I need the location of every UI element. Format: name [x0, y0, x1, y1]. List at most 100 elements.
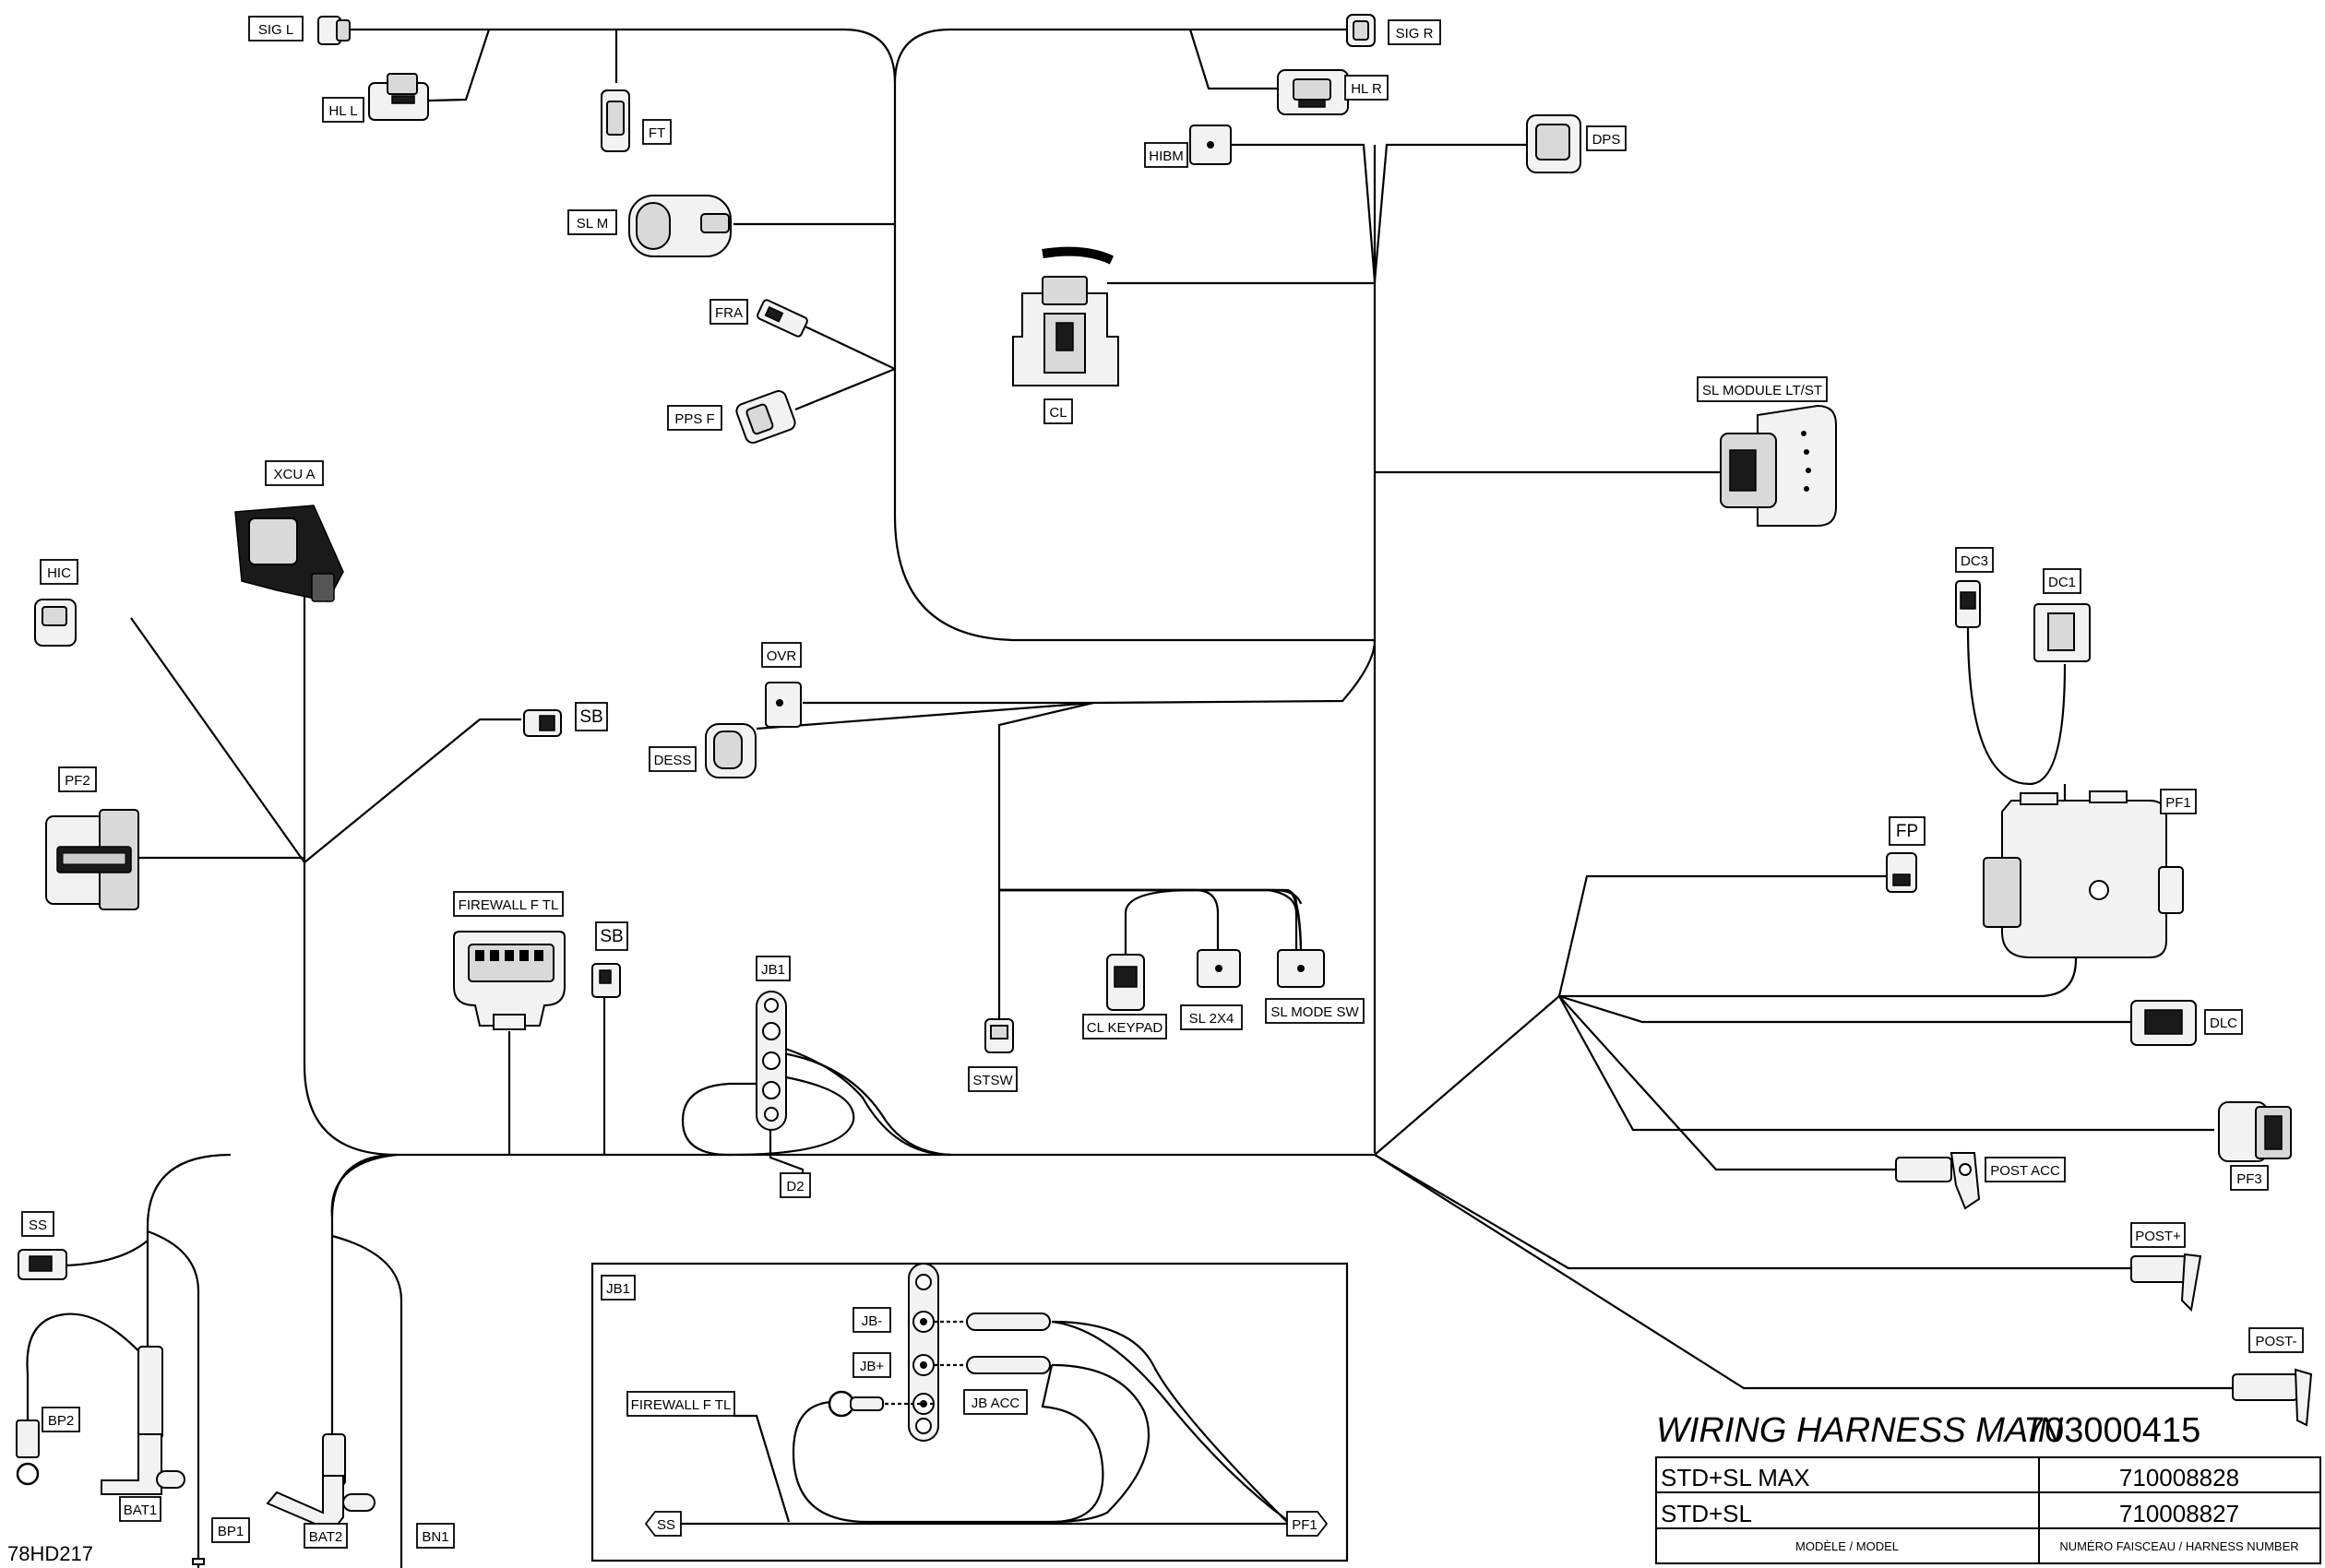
inset-firewall: FIREWALL F TL — [631, 1397, 732, 1413]
label-xcu-a: XCU A — [273, 467, 315, 482]
label-sb-top: SB — [579, 707, 602, 727]
fra-connector-icon — [757, 299, 808, 338]
label-hic: HIC — [47, 565, 71, 581]
connector-graphics — [16, 14, 2313, 1565]
sig-r-connector-icon — [1346, 14, 1376, 47]
firewall-f-tl-connector-icon — [453, 931, 566, 1030]
model-header: MODÈLE / MODEL — [1795, 1539, 1899, 1553]
inset-pf1: PF1 — [1292, 1517, 1318, 1533]
label-jb1: JB1 — [761, 962, 785, 978]
post-plus-terminal-icon — [2130, 1253, 2202, 1313]
post-minus-terminal-icon — [2232, 1368, 2313, 1427]
label-cl-keypad: CL KEYPAD — [1087, 1020, 1163, 1036]
label-sl-module: SL MODULE LT/ST — [1702, 383, 1822, 398]
label-dess: DESS — [654, 753, 692, 768]
label-ovr: OVR — [767, 648, 797, 664]
pps-f-connector-icon — [735, 390, 796, 444]
post-acc-terminal-icon — [1895, 1152, 1981, 1210]
bp1-terminal-icon — [192, 1558, 205, 1565]
harness-title: WIRING HARNESS MAIN — [1656, 1411, 2064, 1450]
dc1-connector-icon — [2033, 603, 2091, 662]
label-pf3: PF3 — [2236, 1171, 2262, 1187]
label-dc3: DC3 — [1961, 553, 1988, 569]
bat2-terminal-icon — [266, 1433, 376, 1533]
label-pf1: PF1 — [2165, 795, 2191, 811]
sb-top-connector-icon — [523, 709, 562, 737]
label-hl-l: HL L — [328, 103, 357, 119]
label-sl-2x4: SL 2X4 — [1189, 1011, 1234, 1027]
label-hibm: HIBM — [1149, 148, 1184, 164]
label-fra: FRA — [715, 305, 743, 321]
cl-connector-icon — [1012, 246, 1119, 386]
dess-connector-icon — [705, 723, 757, 778]
inset-jb-acc: JB ACC — [972, 1396, 1020, 1411]
label-ss: SS — [29, 1218, 47, 1233]
label-sl-m: SL M — [577, 216, 608, 232]
drawing-code: 78HD217 — [7, 1542, 93, 1565]
component-labels: SIG L HL L FT SL M FRA PPS F XCU A HIC S… — [21, 16, 2304, 1549]
dps-connector-icon — [1526, 114, 1581, 173]
label-dc1: DC1 — [2048, 575, 2076, 590]
label-bp1: BP1 — [218, 1524, 244, 1539]
pf1-module-icon — [1983, 790, 2184, 958]
sig-l-connector-icon — [317, 16, 351, 45]
label-bn1: BN1 — [422, 1529, 448, 1545]
sl-module-connector-icon — [1720, 404, 1837, 527]
hibm-connector-icon — [1189, 125, 1232, 165]
bp2-terminal-icon — [16, 1420, 40, 1486]
sl-2x4-connector-icon — [1197, 949, 1241, 988]
model-row-1: STD+SL MAX — [1661, 1464, 1810, 1491]
label-cl: CL — [1049, 405, 1067, 421]
harness-wires — [26, 28, 2233, 1568]
title-block: WIRING HARNESS MAIN 703000415 STD+SL MAX… — [1655, 1411, 2321, 1564]
stsw-connector-icon — [984, 1018, 1014, 1053]
label-post-plus: POST+ — [2135, 1229, 2181, 1244]
sl-mode-sw-connector-icon — [1277, 949, 1325, 988]
pf2-connector-icon — [45, 809, 139, 910]
label-bp2: BP2 — [48, 1413, 74, 1429]
fp-connector-icon — [1886, 852, 1917, 893]
label-bat1: BAT1 — [124, 1503, 157, 1518]
ft-connector-icon — [601, 89, 630, 152]
label-post-acc: POST ACC — [1990, 1163, 2060, 1179]
inset-ss: SS — [657, 1517, 675, 1533]
label-pps-f: PPS F — [674, 411, 714, 427]
label-sig-l: SIG L — [258, 22, 293, 38]
jb1-inset: JB1 JB- JB+ JB ACC FIREWALL F TL SS PF1 — [590, 1262, 1349, 1562]
dc3-connector-icon — [1955, 580, 1981, 628]
label-fp: FP — [1896, 822, 1918, 841]
label-sl-mode-sw: SL MODE SW — [1270, 1004, 1359, 1020]
label-pf2: PF2 — [65, 773, 90, 789]
label-sig-r: SIG R — [1396, 26, 1434, 42]
label-stsw: STSW — [972, 1073, 1013, 1088]
pf3-connector-icon — [2218, 1101, 2292, 1162]
inset-jb-minus: JB- — [862, 1313, 883, 1329]
bat1-terminal-icon — [101, 1346, 185, 1495]
jb1-block-icon — [756, 991, 787, 1131]
label-d2: D2 — [786, 1179, 804, 1194]
label-firewall-f-tl: FIREWALL F TL — [459, 897, 559, 913]
ovr-connector-icon — [765, 682, 802, 728]
harness-header: NUMÉRO FAISCEAU / HARNESS NUMBER — [2059, 1539, 2298, 1553]
hl-r-connector-icon — [1277, 69, 1349, 115]
label-bat2: BAT2 — [309, 1529, 342, 1545]
hl-l-connector-icon — [368, 73, 429, 121]
ss-connector-icon — [18, 1249, 67, 1280]
label-hl-r: HL R — [1351, 81, 1382, 97]
inset-jb-plus: JB+ — [860, 1359, 885, 1374]
harness-row-2: 710008827 — [2119, 1500, 2239, 1527]
dlc-connector-icon — [2130, 1000, 2197, 1046]
harness-row-1: 710008828 — [2119, 1464, 2239, 1491]
label-sb-mid: SB — [600, 927, 623, 946]
label-post-minus: POST- — [2255, 1334, 2296, 1349]
sl-m-connector-icon — [628, 195, 732, 257]
label-ft: FT — [649, 125, 665, 141]
sb-mid-connector-icon — [591, 963, 621, 998]
inset-title: JB1 — [606, 1281, 630, 1297]
xcu-a-connector-icon — [234, 505, 344, 602]
harness-part-number: 703000415 — [2025, 1411, 2200, 1450]
model-row-2: STD+SL — [1661, 1500, 1752, 1527]
hic-connector-icon — [34, 599, 77, 647]
label-dps: DPS — [1592, 132, 1621, 148]
